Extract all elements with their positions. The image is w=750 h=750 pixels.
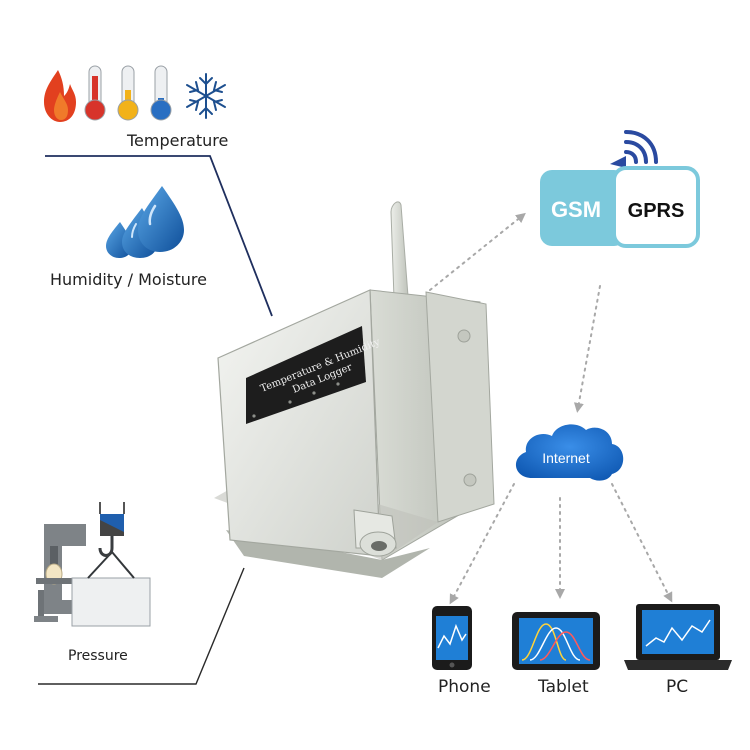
clamp-icon <box>34 524 86 622</box>
tablet-label: Tablet <box>538 677 589 697</box>
phone-label: Phone <box>438 677 491 697</box>
humidity-label: Humidity / Moisture <box>50 270 207 289</box>
internet-to-phone-link <box>449 483 515 605</box>
phone-icon <box>432 606 472 670</box>
pressure-connector-line <box>38 567 245 685</box>
temperature-connector-line <box>45 155 273 317</box>
pc-icon <box>624 604 732 670</box>
gsm-box <box>540 170 626 246</box>
pressure-label: Pressure <box>68 648 128 664</box>
data-logger-device <box>214 201 495 578</box>
snowflake-icon <box>186 73 226 119</box>
internet-cloud-icon <box>515 424 624 481</box>
logger-status-leds <box>252 382 340 418</box>
thermometer-cold-icon <box>150 65 172 121</box>
signal-icon <box>624 130 658 164</box>
water-drops-icon <box>106 186 184 258</box>
internet-label: Internet <box>542 450 590 466</box>
gprs-to-internet-link <box>573 285 601 413</box>
pc-label: PC <box>666 677 689 697</box>
gprs-box <box>612 166 700 248</box>
temperature-label: Temperature <box>127 131 229 150</box>
tablet-icon <box>512 612 600 670</box>
gprs-label: GPRS <box>628 200 685 222</box>
thermometer-warm-icon <box>117 65 139 121</box>
load-panel-icon <box>71 551 151 627</box>
dotted-connectors <box>429 212 673 605</box>
internet-to-pc-link <box>611 483 673 603</box>
signal-pointer <box>610 156 626 168</box>
logger-to-gsm-link <box>429 212 526 291</box>
flame-icon <box>44 70 76 122</box>
gsm-label: GSM <box>551 197 601 222</box>
crane-hook-icon <box>98 502 125 557</box>
thermometer-hot-icon <box>84 65 106 121</box>
